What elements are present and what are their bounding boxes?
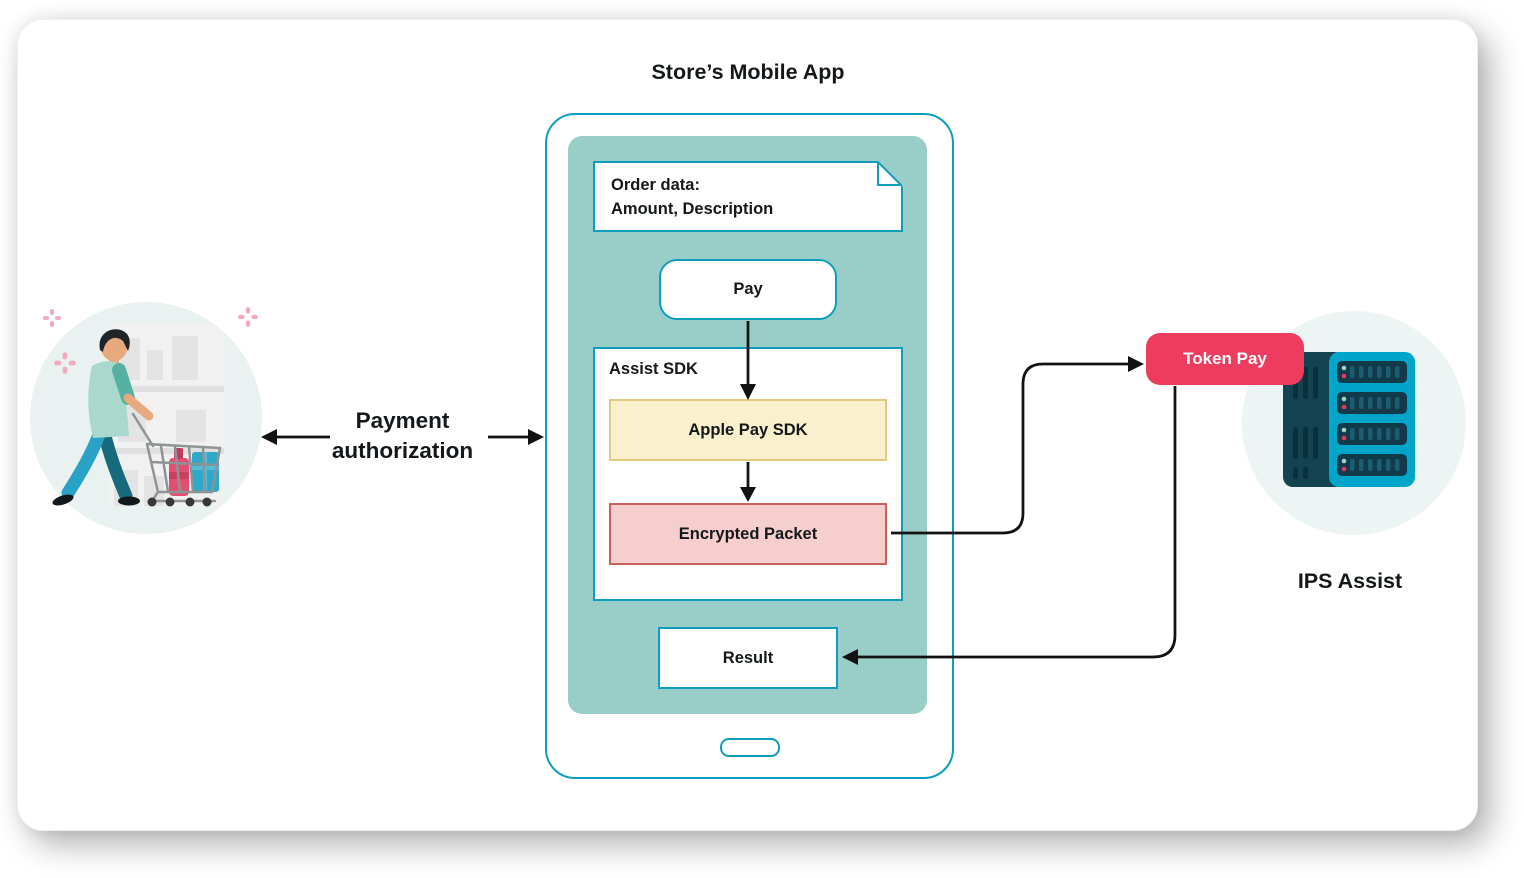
pay-button: Pay xyxy=(659,259,837,320)
person-figure xyxy=(52,329,154,506)
apple-pay-sdk-label: Apple Pay SDK xyxy=(688,420,808,439)
order-data-line2: Amount, Description xyxy=(611,200,774,218)
token-pay-label: Token Pay xyxy=(1183,349,1267,368)
payment-authorization-line2: authorization xyxy=(331,438,474,463)
shopper-with-cart-icon xyxy=(30,302,262,534)
order-data-line1: Order data: xyxy=(611,176,700,194)
diagram-title: Store’s Mobile App xyxy=(651,60,845,84)
pay-button-label: Pay xyxy=(733,280,763,298)
result-label: Result xyxy=(722,648,774,667)
server-rack-icon xyxy=(1242,311,1466,535)
ips-assist-label: IPS Assist xyxy=(1297,569,1403,593)
payment-authorization-label: Payment authorization xyxy=(300,406,505,466)
encrypted-packet-label: Encrypted Packet xyxy=(678,524,818,543)
token-pay-badge: Token Pay xyxy=(1146,333,1304,385)
apple-pay-sdk-box: Apple Pay SDK xyxy=(609,399,887,461)
document-fold-icon xyxy=(877,161,903,187)
shopping-cart-icon xyxy=(131,412,222,507)
sparkle-icon xyxy=(43,307,258,374)
phone-home-button xyxy=(720,738,780,757)
result-box: Result xyxy=(658,627,838,689)
assist-sdk-label: Assist SDK xyxy=(609,360,698,378)
server-units xyxy=(1337,361,1407,476)
order-data-box: Order data: Amount, Description xyxy=(593,161,903,232)
encrypted-packet-box: Encrypted Packet xyxy=(609,503,887,565)
payment-authorization-line1: Payment xyxy=(355,408,450,433)
